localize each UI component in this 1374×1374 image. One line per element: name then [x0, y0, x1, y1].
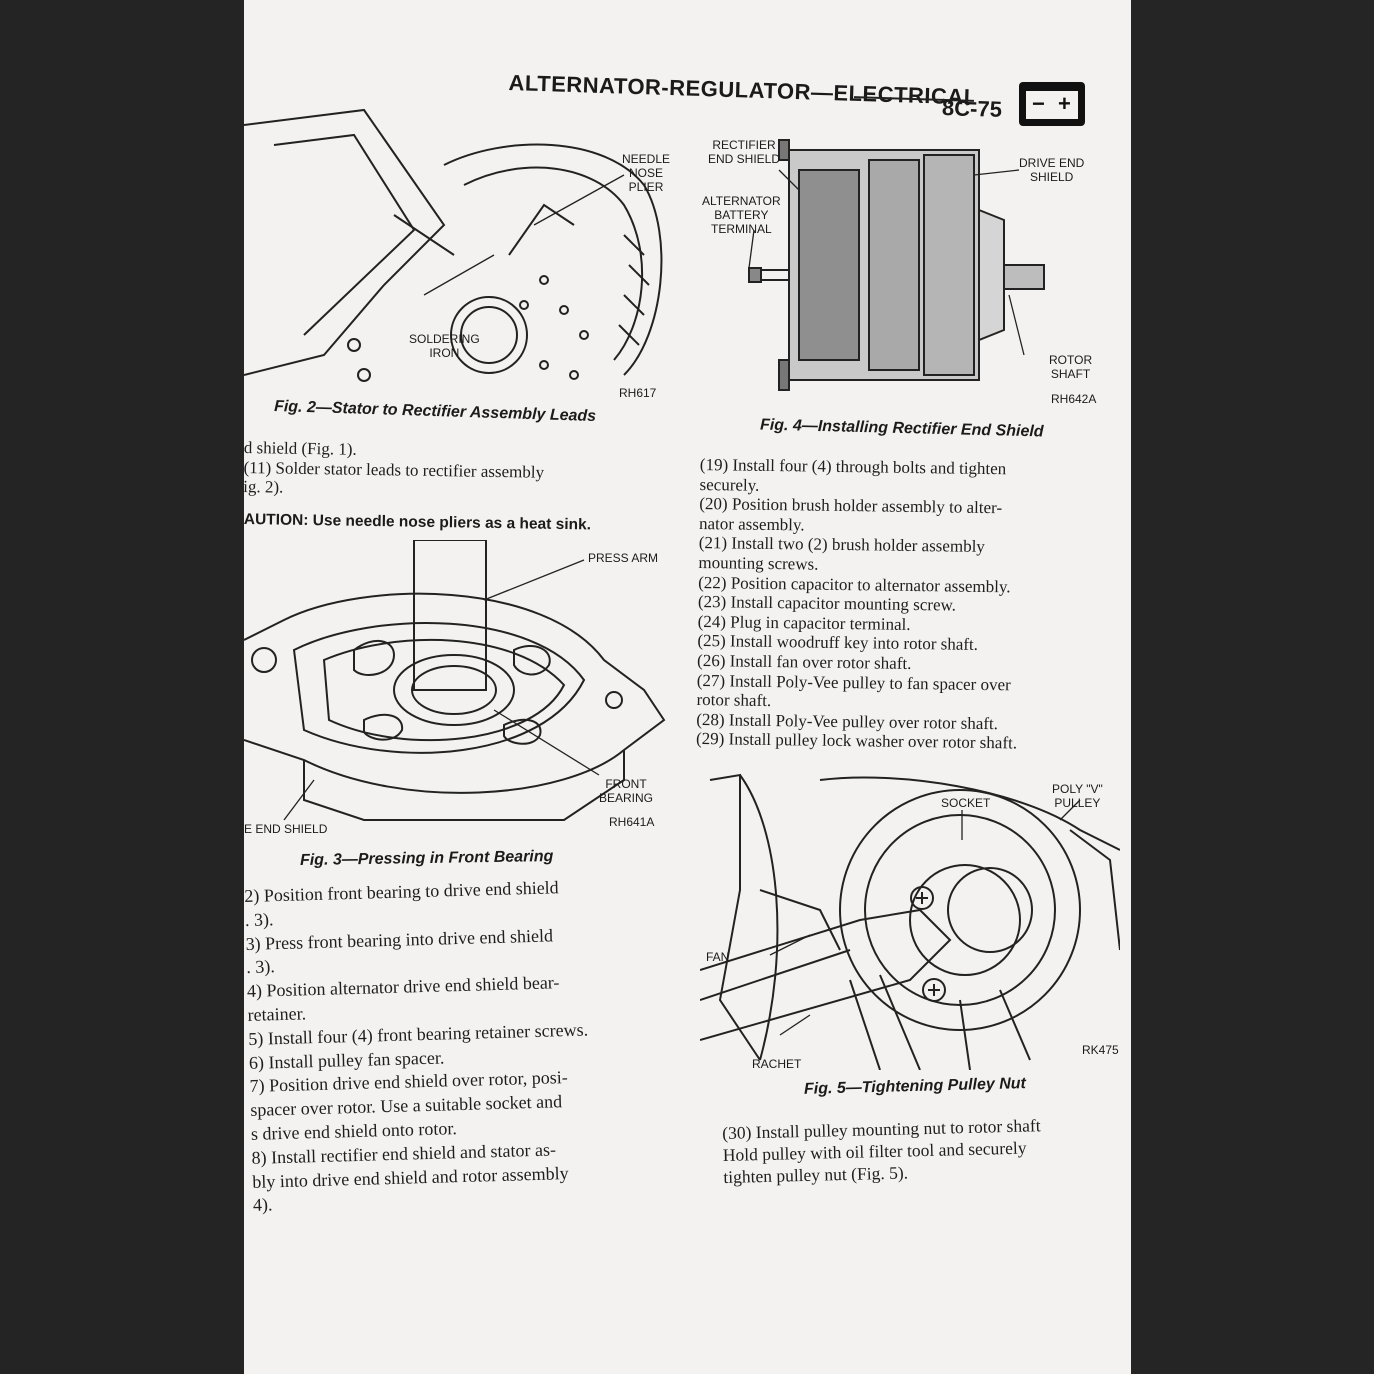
label-rachet: RACHET [752, 1057, 802, 1071]
battery-icon-face: − + [1026, 91, 1078, 119]
fig2-drawing [244, 108, 663, 382]
fig2-code: RH617 [619, 386, 657, 400]
battery-plus-sign: + [1058, 91, 1071, 116]
fig3-code: RH641A [609, 815, 655, 829]
fig4-illustration [739, 130, 1049, 410]
fig5-illustration [700, 770, 1120, 1070]
fig3-caption: Fig. 3—Pressing in Front Bearing [299, 848, 554, 869]
page-header: ALTERNATOR-REGULATOR—ELECTRICAL [508, 70, 1009, 110]
label-front-bearing: FRONT BEARING [599, 777, 654, 805]
label-fan: FAN [706, 950, 730, 964]
label-drive-end-shield: DRIVE END SHIELD [1019, 156, 1085, 184]
label-rectifier-end-shield: RECTIFIER END SHIELD [708, 138, 781, 166]
fig5-code: RK475 [1082, 1043, 1119, 1057]
right-text-top: (19) Install four (4) through bolts and … [696, 455, 1021, 753]
label-alternator-battery-terminal: ALTERNATOR BATTERY TERMINAL [702, 194, 781, 236]
label-end-shield: E END SHIELD [244, 822, 328, 836]
fig2-illustration [244, 105, 684, 405]
caution-note: AUTION: Use needle nose pliers as a heat… [244, 511, 592, 534]
label-press-arm: PRESS ARM [588, 551, 659, 565]
fig4-code: RH642A [1051, 392, 1097, 406]
label-soldering-iron: SOLDERING IRON [409, 332, 480, 360]
background-left [0, 0, 244, 1374]
fig4-caption: Fig. 4—Installing Rectifier End Shield [759, 416, 1044, 441]
fig3-illustration [244, 540, 674, 830]
battery-minus-sign: − [1032, 91, 1045, 116]
fig5-drawing [700, 773, 1120, 1070]
fig3-drawing [244, 540, 666, 821]
background-right [1131, 0, 1374, 1374]
left-text-top: d shield (Fig. 1). (11) Solder stator le… [244, 438, 545, 501]
label-poly-v-pulley: POLY "V" PULLEY [1052, 782, 1103, 810]
label-rotor-shaft: ROTOR SHAFT [1049, 353, 1093, 381]
fig5-caption: Fig. 5—Tightening Pulley Nut [803, 1075, 1027, 1098]
page-number: 8C-75 [941, 95, 1003, 122]
label-socket: SOCKET [941, 796, 991, 810]
right-text-bottom: (30) Install pulley mounting nut to roto… [722, 1114, 1042, 1188]
fig4-drawing [748, 139, 1045, 391]
manual-page: ALTERNATOR-REGULATOR—ELECTRICAL 8C-75 − … [244, 0, 1131, 1374]
label-needle-nose-plier: NEEDLE NOSE PLIER [622, 152, 671, 194]
text-line: (29) Install pulley lock washer over rot… [695, 729, 1018, 753]
left-text-bottom: 2) Position front bearing to drive end s… [244, 876, 593, 1219]
battery-icon: − + [1019, 82, 1085, 126]
